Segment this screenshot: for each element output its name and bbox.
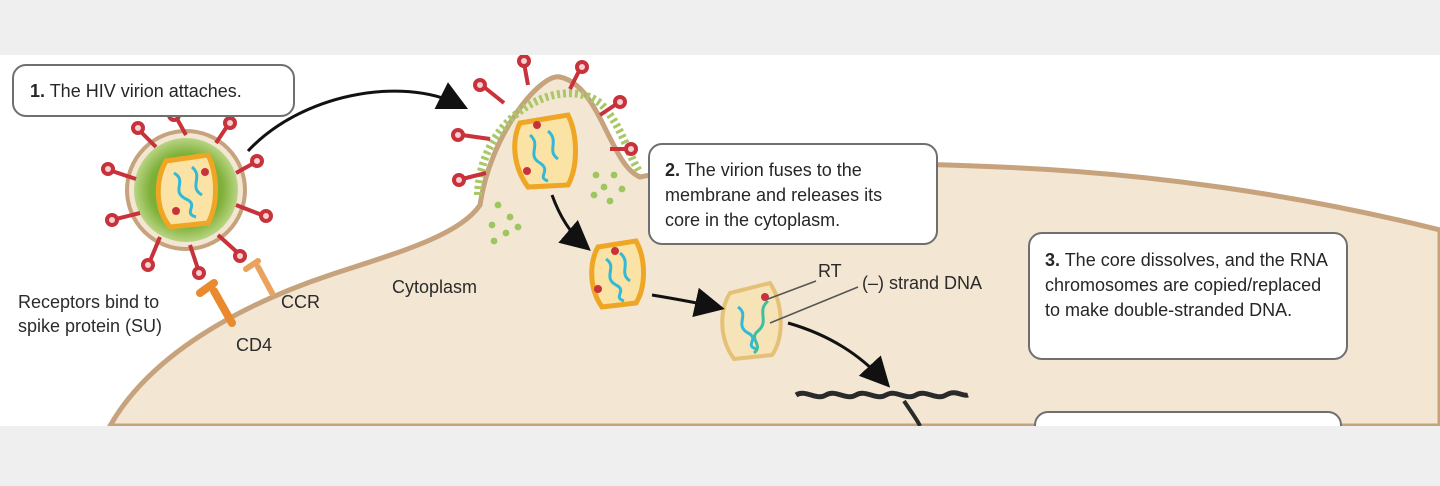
step-2-text: The virion fuses to the membrane and rel… xyxy=(665,160,883,230)
arrow-release-to-dissolve xyxy=(651,287,725,318)
dna-tail xyxy=(902,399,922,426)
step-3-text: The core dissolves, and the RNA chromoso… xyxy=(1045,250,1327,320)
membrane-spikes xyxy=(451,55,638,187)
arrow-dissolve-to-dna xyxy=(787,321,891,388)
ccr-label: CCR xyxy=(281,292,320,312)
step-1-callout: 1. The HIV virion attaches. xyxy=(12,64,295,117)
arrow-fuse-to-release xyxy=(550,194,591,251)
envelope-debris xyxy=(488,171,626,245)
core-in-bulge xyxy=(512,112,578,190)
step-2-number: 2. xyxy=(665,160,681,180)
cytoplasm-label: Cytoplasm xyxy=(392,277,478,297)
step-1-number: 1. xyxy=(30,81,46,101)
step-2-callout: 2. The virion fuses to the membrane and … xyxy=(648,143,938,245)
receptors-label: Receptors bind to spike protein (SU) xyxy=(18,292,163,336)
rt-label: RT xyxy=(818,261,842,281)
step-3-callout: 3. The core dissolves, and the RNA chrom… xyxy=(1028,232,1348,360)
free-virion xyxy=(101,108,273,280)
minus-strand-dna-label: (–) strand DNA xyxy=(862,273,983,293)
dissolving-core xyxy=(720,280,783,362)
arrow-attach-to-fuse xyxy=(246,82,469,153)
step-1-text: The HIV virion attaches. xyxy=(45,81,242,101)
released-core xyxy=(589,238,646,310)
cd4-receptor xyxy=(196,279,236,327)
double-stranded-dna xyxy=(794,390,969,400)
minus-strand-pointer xyxy=(769,286,859,324)
step-3-number: 3. xyxy=(1045,250,1061,270)
cd4-label: CD4 xyxy=(236,335,273,355)
rt-pointer xyxy=(767,280,817,300)
figure-panel: 1. The HIV virion attaches. 2. The virio… xyxy=(0,55,1440,426)
ccr-receptor xyxy=(243,258,275,296)
step-4-callout-partial xyxy=(1034,411,1342,426)
